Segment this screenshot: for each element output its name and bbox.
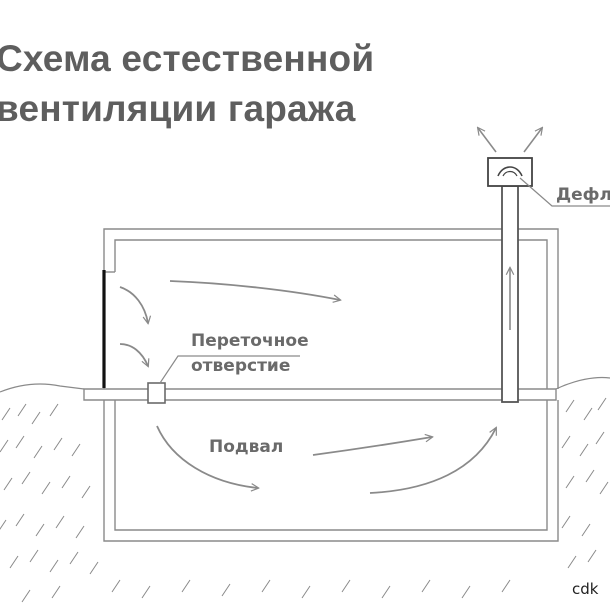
watermark: cdk [572,580,599,598]
floor-slab [83,388,557,401]
flow-arrow-icon [478,128,497,153]
diagram-title-line-1: Схема естественной [0,38,375,79]
ground-hatch [0,397,609,603]
basement-walls [103,400,559,542]
transfer-hole-label-line-2: отверстие [191,356,291,376]
transfer-hole [147,382,166,404]
transfer-hole-label-line-1: Переточное [191,331,309,351]
flow-arrow-icon [119,286,148,323]
flow-arrow-icon [369,428,496,494]
flow-arrow-icon [169,280,340,300]
ground-line [0,376,610,393]
flow-arrow-icon [523,128,542,153]
diagram-title-line-2: вентиляции гаража [0,88,356,129]
deflector-leader [519,177,610,207]
basement-label: Подвал [209,437,284,457]
deflector-cap-icon [487,157,533,187]
flow-arrow-icon [156,425,258,488]
deflector-label: Дефл [556,185,610,205]
flow-arrow-icon [119,343,148,366]
flow-arrow-icon [312,437,432,456]
transfer-hole-leader [159,355,300,384]
